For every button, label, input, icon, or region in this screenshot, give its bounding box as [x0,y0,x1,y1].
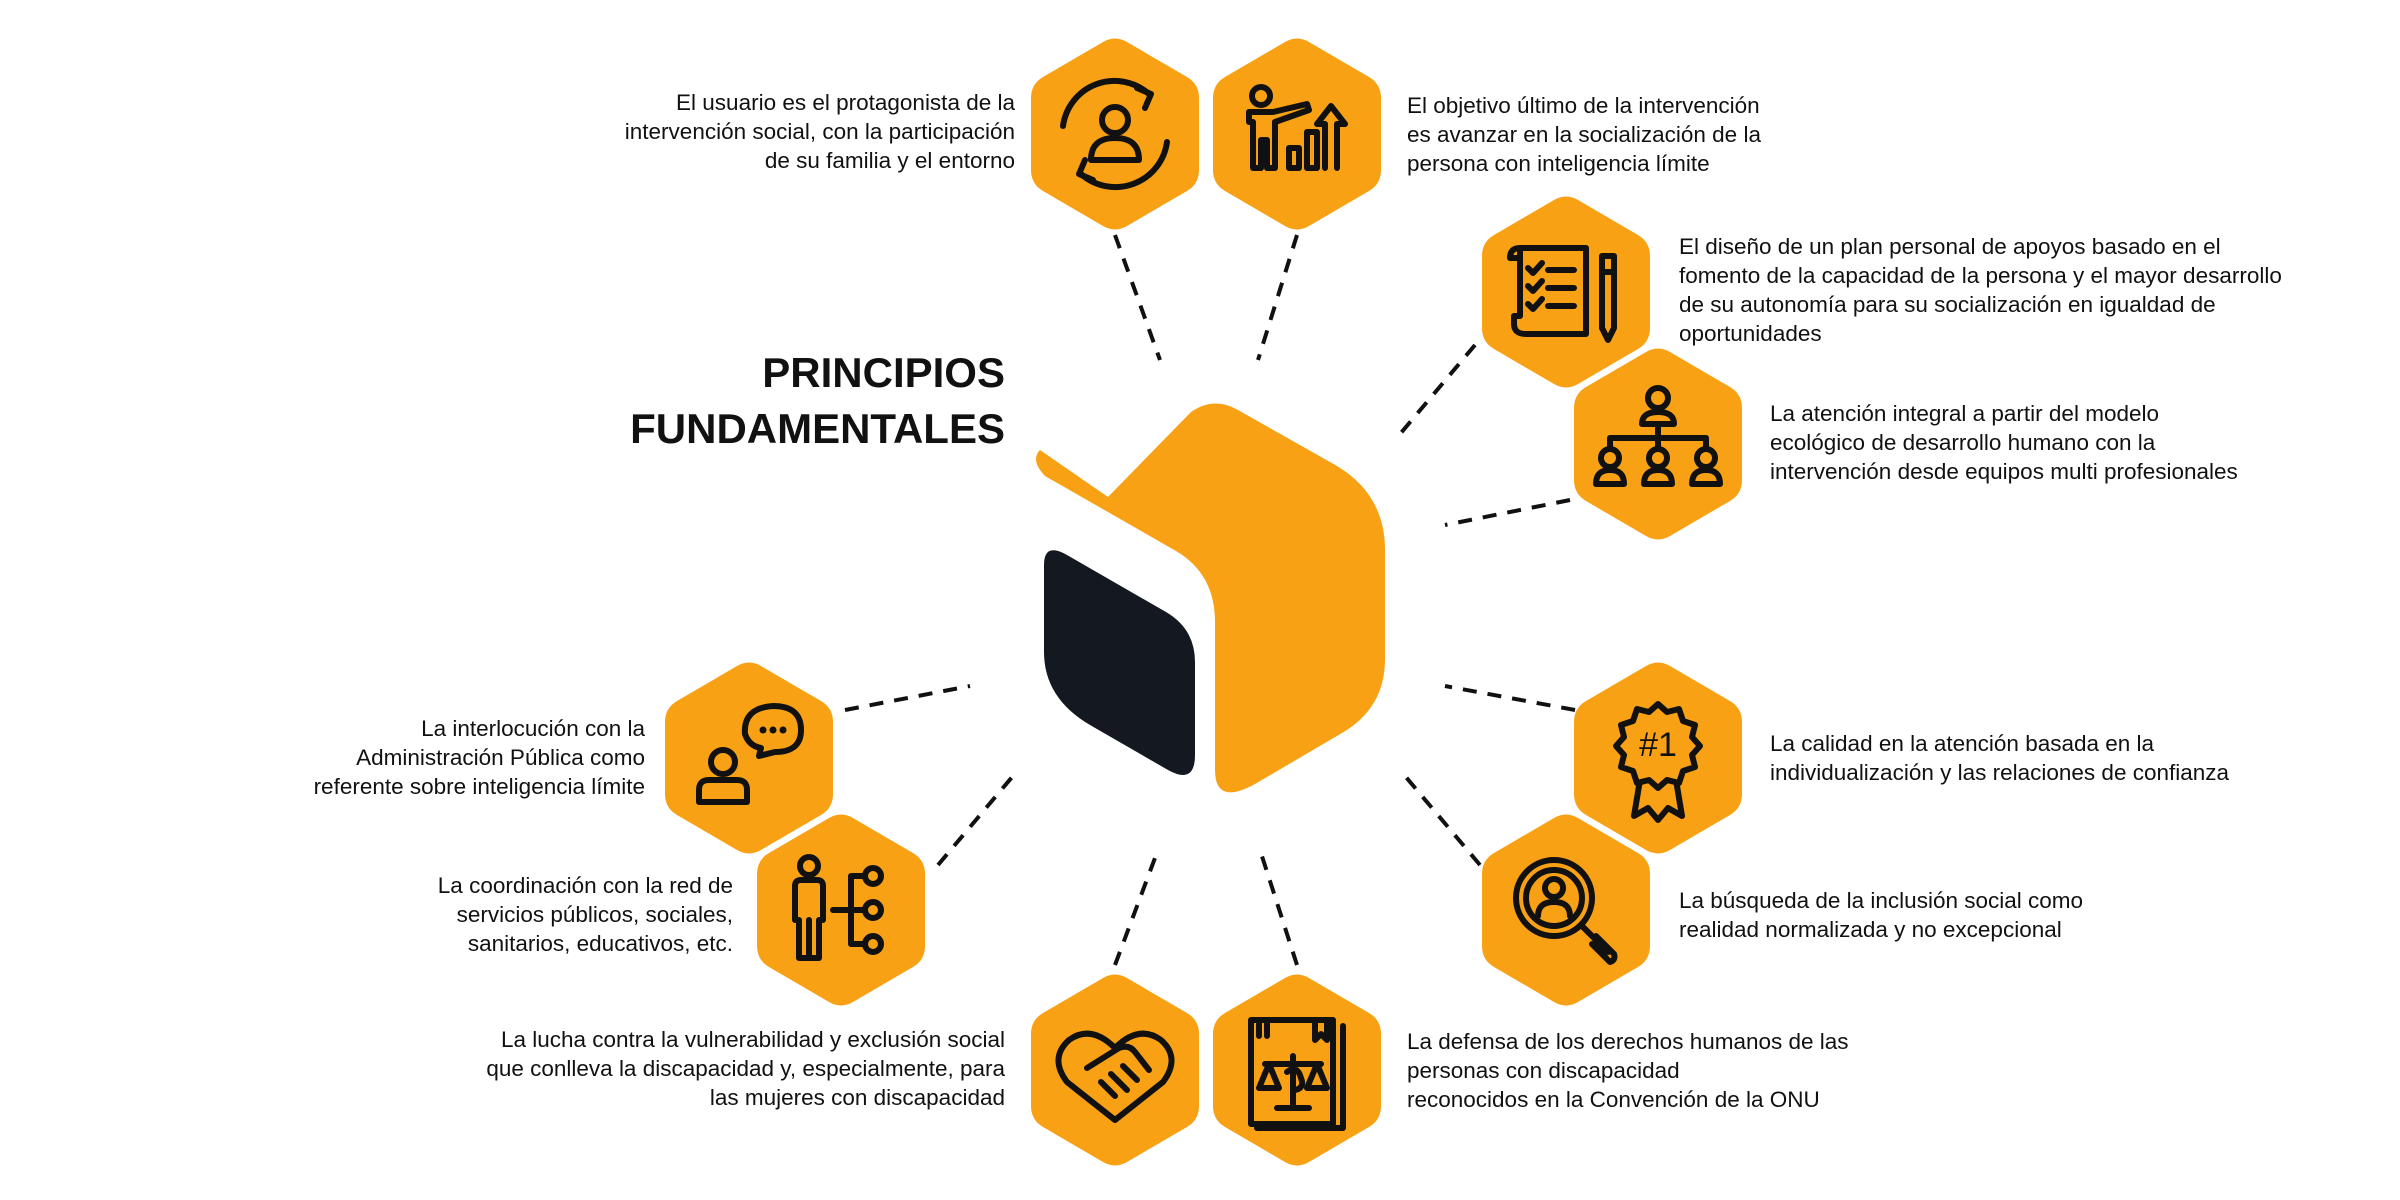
connector-line [1258,849,1299,966]
team-hierarchy-icon [1574,348,1742,540]
connector-line [1398,768,1482,867]
connector-line [844,684,971,712]
hex-shape [1213,38,1381,230]
person-network-icon [757,814,925,1006]
principle-hex-8 [1027,972,1203,1168]
handshake-heart-icon [1031,974,1199,1166]
principle-label-7: La defensa de los derechos humanos de la… [1407,1029,1849,1112]
connector-line [1393,343,1477,442]
justice-scales-book-icon [1213,974,1381,1166]
central-cube-logo [1036,403,1385,793]
page-title: PRINCIPIOS FUNDAMENTALES [560,345,1005,457]
connector-line [1113,849,1160,966]
connector-line [1113,234,1162,361]
checklist-plan-pen-icon [1482,196,1650,388]
title-line-2: FUNDAMENTALES [630,405,1005,452]
hex-shape [665,662,833,854]
principle-hex-4 [1570,346,1746,542]
number-one-award-icon: #1 [1574,662,1742,854]
principle-hex-3 [1478,194,1654,390]
hex-shape [1574,662,1742,854]
hex-shape [1031,974,1199,1166]
principle-hex-7 [1209,972,1385,1168]
title-line-1: PRINCIPIOS [762,349,1005,396]
principle-hex-2 [1209,36,1385,232]
person-chat-icon [665,662,833,854]
search-person-icon [1482,814,1650,1006]
award-badge-text: #1 [1639,726,1677,764]
principle-hex-10 [661,660,837,856]
principle-hex-6 [1478,812,1654,1008]
user-cycle-icon [1031,38,1199,230]
principle-label-3: El diseño de un plan personal de apoyos … [1679,234,2282,346]
principle-label-8: La lucha contra la vulnerabilidad y excl… [486,1027,1005,1110]
connector-line [1444,684,1576,712]
principle-hex-5: #1 [1570,660,1746,856]
presenter-growth-chart-icon [1213,38,1381,230]
principle-label-4: La atención integral a partir del modelo… [1770,401,2238,484]
connector-line [1444,498,1571,527]
connector-line [1256,234,1299,361]
connector-line [936,768,1020,867]
principle-hex-1 [1027,36,1203,232]
principle-hex-9 [753,812,929,1008]
